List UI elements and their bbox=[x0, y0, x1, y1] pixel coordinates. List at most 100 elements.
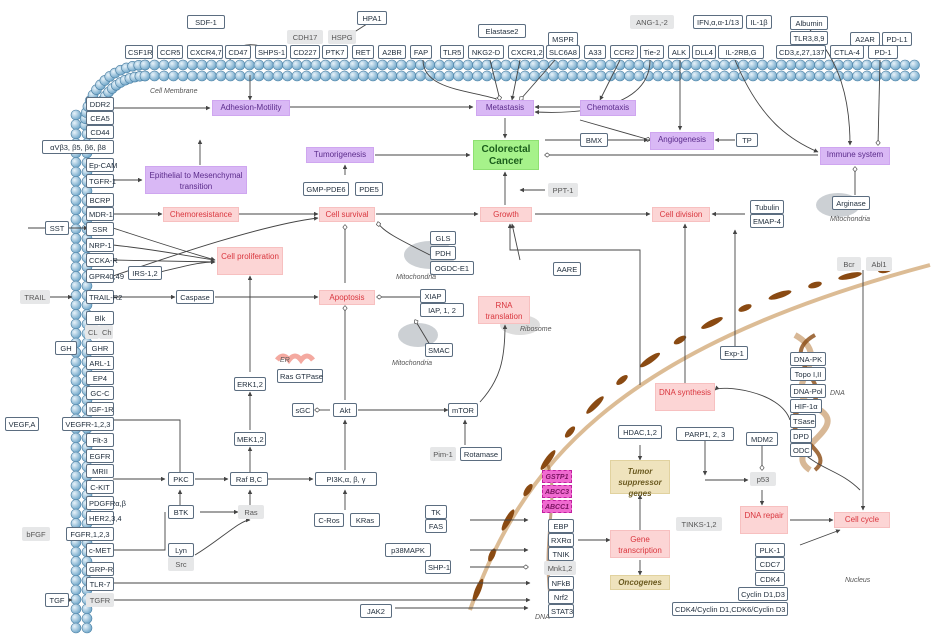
receptor-egfr[interactable]: EGFR bbox=[86, 449, 114, 463]
node-plk1[interactable]: PLK-1 bbox=[755, 543, 785, 557]
process-tumor-suppressor-genes[interactable]: Tumor suppressor genes bbox=[610, 460, 670, 498]
node-dpd[interactable]: DPD bbox=[790, 429, 812, 443]
node-smac[interactable]: SMAC bbox=[425, 343, 453, 357]
node-iap[interactable]: IAP, 1, 2 bbox=[420, 303, 464, 317]
ligand-il1b[interactable]: IL-1β bbox=[746, 15, 772, 29]
ligand-cl[interactable]: CL bbox=[85, 325, 99, 339]
receptor-cd3-27-137[interactable]: CD3,ε,27,137 bbox=[776, 45, 826, 59]
receptor-igf-1r[interactable]: IGF-1R bbox=[86, 402, 114, 416]
process-angiogenesis[interactable]: Angiogenesis bbox=[650, 132, 714, 150]
receptor-fgfr-1-2-3[interactable]: FGFR,1,2,3 bbox=[66, 527, 114, 541]
receptor-ctla-4[interactable]: CTLA-4 bbox=[830, 45, 864, 59]
receptor-tgfr-1[interactable]: TGFR-1 bbox=[86, 174, 116, 188]
receptor-cxcr4-7[interactable]: CXCR4,7 bbox=[187, 45, 223, 59]
node-exp1[interactable]: Exp-1 bbox=[720, 346, 748, 360]
ligand-vegfa[interactable]: VEGF,A bbox=[5, 417, 39, 431]
node-tubulin[interactable]: Tubulin bbox=[750, 200, 784, 214]
process-cell-survival[interactable]: Cell survival bbox=[319, 207, 375, 222]
node-jak2[interactable]: JAK2 bbox=[360, 604, 392, 618]
node-bcr[interactable]: Bcr bbox=[837, 257, 861, 271]
process-dna-repair[interactable]: DNA repair bbox=[740, 506, 788, 534]
node-akt[interactable]: Akt bbox=[333, 403, 357, 417]
node-emap4[interactable]: EMAP-4 bbox=[750, 214, 784, 228]
receptor-pdgfr-[interactable]: PDGFRα,β bbox=[86, 496, 126, 510]
receptor-nrp-1[interactable]: NRP-1 bbox=[86, 238, 114, 252]
node-tk[interactable]: TK bbox=[425, 505, 447, 519]
receptor-a33[interactable]: A33 bbox=[584, 45, 606, 59]
receptor-pd-1[interactable]: PD-1 bbox=[868, 45, 898, 59]
receptor-vegfr-1-2-3[interactable]: VEGFR-1,2,3 bbox=[61, 417, 114, 431]
ligand-mspr[interactable]: MSPR bbox=[548, 32, 578, 46]
node-tsase[interactable]: TSase bbox=[790, 414, 816, 428]
process-tumorigenesis[interactable]: Tumorigenesis bbox=[306, 147, 374, 163]
receptor-slc6a8[interactable]: SLC6A8 bbox=[546, 45, 580, 59]
ligand-ch[interactable]: Ch bbox=[99, 325, 113, 339]
node-raf[interactable]: Raf B,C bbox=[230, 472, 268, 486]
node-odc[interactable]: ODC bbox=[790, 443, 812, 457]
receptor-trail-r2[interactable]: TRAIL-R2 bbox=[86, 290, 122, 304]
receptor-ep4[interactable]: EP4 bbox=[86, 371, 114, 385]
node-p38mapk[interactable]: p38MAPK bbox=[385, 543, 431, 557]
node-arginase[interactable]: Arginase bbox=[832, 196, 870, 210]
node-tp[interactable]: TP bbox=[736, 133, 758, 147]
node-gmp-pde6[interactable]: GMP-PDE6 bbox=[303, 182, 349, 196]
receptor-fap[interactable]: FAP bbox=[410, 45, 432, 59]
ligand-pdl1[interactable]: PD-L1 bbox=[882, 32, 912, 46]
node-pdh[interactable]: PDH bbox=[430, 246, 456, 260]
node-mdm2[interactable]: MDM2 bbox=[746, 432, 778, 446]
node-fas[interactable]: FAS bbox=[425, 519, 447, 533]
receptor-c-kit[interactable]: C-KIT bbox=[86, 480, 114, 494]
receptor-grp-r[interactable]: GRP-R bbox=[86, 562, 114, 576]
node-pi3k[interactable]: PI3K,α, β, γ bbox=[315, 472, 377, 486]
receptor-alk[interactable]: ALK bbox=[668, 45, 690, 59]
receptor-blk[interactable]: Blk bbox=[86, 311, 114, 325]
receptor-cd44[interactable]: CD44 bbox=[86, 125, 114, 139]
receptor-ssr[interactable]: SSR bbox=[86, 222, 114, 236]
receptor-gc-c[interactable]: GC-C bbox=[86, 386, 114, 400]
ligand-bfgf[interactable]: bFGF bbox=[22, 527, 50, 541]
receptor-arl-1[interactable]: ARL-1 bbox=[86, 356, 114, 370]
process-chemotaxis[interactable]: Chemotaxis bbox=[580, 100, 636, 116]
node-shp1[interactable]: SHP-1 bbox=[425, 560, 451, 574]
receptor-bcrp[interactable]: BCRP bbox=[86, 193, 114, 207]
ligand-trail[interactable]: TRAIL bbox=[20, 290, 50, 304]
node-pkc[interactable]: PKC bbox=[168, 472, 194, 486]
process-cell-cycle[interactable]: Cell cycle bbox=[834, 512, 890, 528]
node-cdk4[interactable]: CDK4 bbox=[755, 572, 785, 586]
process-metastasis[interactable]: Metastasis bbox=[476, 100, 534, 116]
node-p53[interactable]: p53 bbox=[750, 472, 776, 486]
node-lyn[interactable]: Lyn bbox=[168, 543, 194, 557]
node-rotamase[interactable]: Rotamase bbox=[460, 447, 502, 461]
node-ras[interactable]: Ras bbox=[238, 505, 264, 519]
ligand-sst[interactable]: SST bbox=[45, 221, 69, 235]
node-src[interactable]: Src bbox=[168, 557, 194, 571]
receptor-flt-3[interactable]: Flt-3 bbox=[86, 433, 114, 447]
node-parp[interactable]: PARP1, 2, 3 bbox=[676, 427, 734, 441]
ligand-hpa1[interactable]: HPA1 bbox=[357, 11, 387, 25]
receptor-dll4[interactable]: DLL4 bbox=[692, 45, 716, 59]
receptor-tlr-7[interactable]: TLR-7 bbox=[86, 577, 114, 591]
receptor-mdr-1[interactable]: MDR-1 bbox=[86, 207, 114, 221]
ligand-a2ar[interactable]: A2AR bbox=[850, 32, 880, 46]
node-ppt1[interactable]: PPT-1 bbox=[548, 183, 578, 197]
node-btk[interactable]: BTK bbox=[168, 505, 194, 519]
process-rna-translation[interactable]: RNA translation bbox=[478, 296, 530, 324]
receptor-csf1r[interactable]: CSF1R bbox=[125, 45, 153, 59]
ligand-albumin[interactable]: Albumin bbox=[790, 16, 828, 30]
node-stat3[interactable]: STAT3 bbox=[548, 604, 574, 618]
node-caspase[interactable]: Caspase bbox=[176, 290, 214, 304]
receptor-ret[interactable]: RET bbox=[352, 45, 374, 59]
receptor-her2-3-4[interactable]: HER2,3,4 bbox=[86, 511, 122, 525]
node-sgc[interactable]: sGC bbox=[292, 403, 314, 417]
node-tinks[interactable]: TINKS-1,2 bbox=[676, 517, 722, 531]
process-cell-proliferation[interactable]: Cell proliferation bbox=[217, 247, 283, 275]
process-emt[interactable]: Epithelial to Mesenchymal transition bbox=[145, 166, 247, 194]
receptor-cxcr1-2[interactable]: CXCR1,2 bbox=[508, 45, 544, 59]
receptor-ghr[interactable]: GHR bbox=[86, 341, 114, 355]
ligand-sdf1[interactable]: SDF-1 bbox=[187, 15, 225, 29]
ligand-cdh17[interactable]: CDH17 bbox=[287, 30, 323, 44]
receptor-c-met[interactable]: c-MET bbox=[86, 543, 114, 557]
receptor-ptk7[interactable]: PTK7 bbox=[322, 45, 348, 59]
receptor-cd47[interactable]: CD47 bbox=[225, 45, 251, 59]
node-gls[interactable]: GLS bbox=[430, 231, 456, 245]
